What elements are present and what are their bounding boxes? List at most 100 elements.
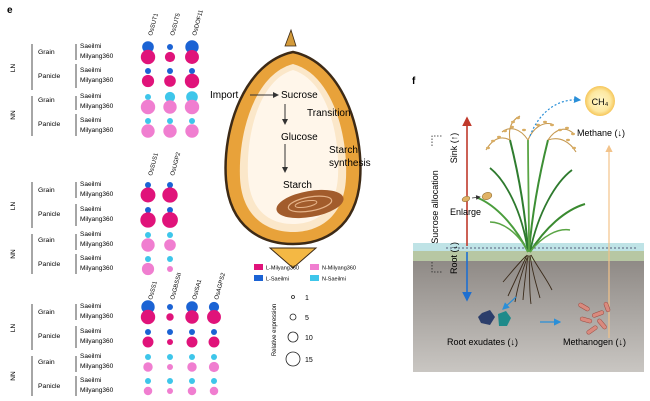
legend-label: N-Saeilmi [322,277,346,283]
sucrose-allocation-label: Sucrose allocation [430,170,440,244]
expression-dot [167,182,173,188]
panel-e-label: e [7,5,13,16]
starch-synthesis-label: synthesis [329,158,371,169]
variety-label: Saeilmi [80,206,101,213]
tissue-label: Panicle [38,211,61,218]
expression-dot [164,91,176,103]
size-legend-circle [287,331,299,343]
expression-dot [164,75,176,87]
tissue-label: Panicle [38,73,61,80]
expression-dot [145,68,151,74]
variety-label: Saeilmi [80,255,101,262]
tissue-label: Grain [38,49,55,56]
variety-label: Saeilmi [80,231,101,238]
heatmap-block-2: OsSUS1 OsUGP2 LN NN Grain Panicle Grain … [10,151,182,276]
expression-dot [145,354,151,360]
expression-dot [208,301,220,313]
expression-dot [167,256,173,262]
legend-label: N-Milyang360 [322,266,356,272]
group-nn-label: NN [10,371,17,381]
variety-label: Saeilmi [80,117,101,124]
size-legend-value: 10 [305,335,313,342]
variety-label: Saeilmi [80,43,101,50]
gene-headers-block3: OsSS1 OsGBSSII OsISA1 OsAGPS2 [148,272,227,301]
gene-label: OsDOF11 [192,9,205,37]
plant-roots [502,254,553,305]
soil-layer [413,261,644,372]
exudate-arrow [502,296,517,310]
variety-label: Saeilmi [80,303,101,310]
expression-dot [208,361,220,373]
group-nn-label: NN [10,110,17,120]
expression-dot [141,74,155,88]
expression-dot [189,118,195,124]
large-grain-icon [481,192,493,200]
expression-dot [185,50,199,64]
expression-dot [140,49,156,65]
expression-dot [140,212,156,228]
size-legend-value: 15 [305,357,313,364]
expression-dot [186,301,198,313]
expression-dot [211,329,217,335]
expression-dot [141,300,155,314]
expression-dot [145,378,151,384]
size-legend-title: Relative expression [272,304,278,356]
allocation-bracket-bottom [431,262,442,273]
gene-headers-block1: OsSUT1 OsSUT5 OsDOF11 [148,9,205,37]
variety-label: Milyang360 [80,216,114,223]
expression-dot [187,386,197,396]
expression-dot [163,124,177,138]
tissue-label: Panicle [38,333,61,340]
variety-label: Milyang360 [80,127,114,134]
tissue-label: Panicle [38,383,61,390]
root-exudates-label: Root exudates (↓) [447,337,518,347]
expression-dot [167,266,173,272]
expression-dot [186,336,198,348]
methanogen-label: Methanogen (↓) [563,337,626,347]
expression-dot [143,386,153,396]
expression-dot [145,329,151,335]
surface-soil [413,251,644,261]
expression-dot [145,207,151,213]
size-legend-value: 1 [305,295,309,302]
grain-seeds [486,116,576,150]
glucose-label: Glucose [281,132,318,143]
variety-label: Milyang360 [80,387,114,394]
gene-label: OsUGP2 [170,151,182,176]
starch-granule-ring [287,195,333,213]
gene-label: OsSUT1 [148,12,160,36]
expression-dot [163,100,177,114]
variety-label: Milyang360 [80,241,114,248]
tissue-label: Grain [38,359,55,366]
expression-dot [167,207,173,213]
expression-dot [211,378,217,384]
seed-tip [284,28,297,47]
expression-dot [166,313,174,321]
legend-swatch [254,264,263,270]
size-legend-circle [289,313,297,321]
heatmap-block-3: OsSS1 OsGBSSII OsISA1 OsAGPS2 LN NN Grai… [10,272,227,396]
tissue-label: Grain [38,237,55,244]
legend-label: L-Milyang360 [266,266,299,272]
tissue-label: Panicle [38,261,61,268]
expression-dot [167,339,173,345]
gene-label: OsGBSSII [170,272,183,301]
expression-dot [167,364,173,370]
expression-dot [167,68,173,74]
gene-headers-block2: OsSUS1 OsUGP2 [148,151,182,176]
dot-matrix-block1 [140,40,200,138]
expression-dot [167,329,173,335]
tissue-label: Grain [38,187,55,194]
expression-dot [189,354,195,360]
gene-label: OsSUS1 [148,152,160,177]
transition-label: Transition [307,108,351,119]
expression-dot [211,354,217,360]
variety-label: Milyang360 [80,338,114,345]
plant-leaves [477,139,586,253]
panel-f-label: f [412,76,416,87]
expression-dot [141,238,155,252]
exudate-hexagon-icon [478,310,495,325]
expression-dot [185,310,199,324]
tissue-label: Grain [38,309,55,316]
